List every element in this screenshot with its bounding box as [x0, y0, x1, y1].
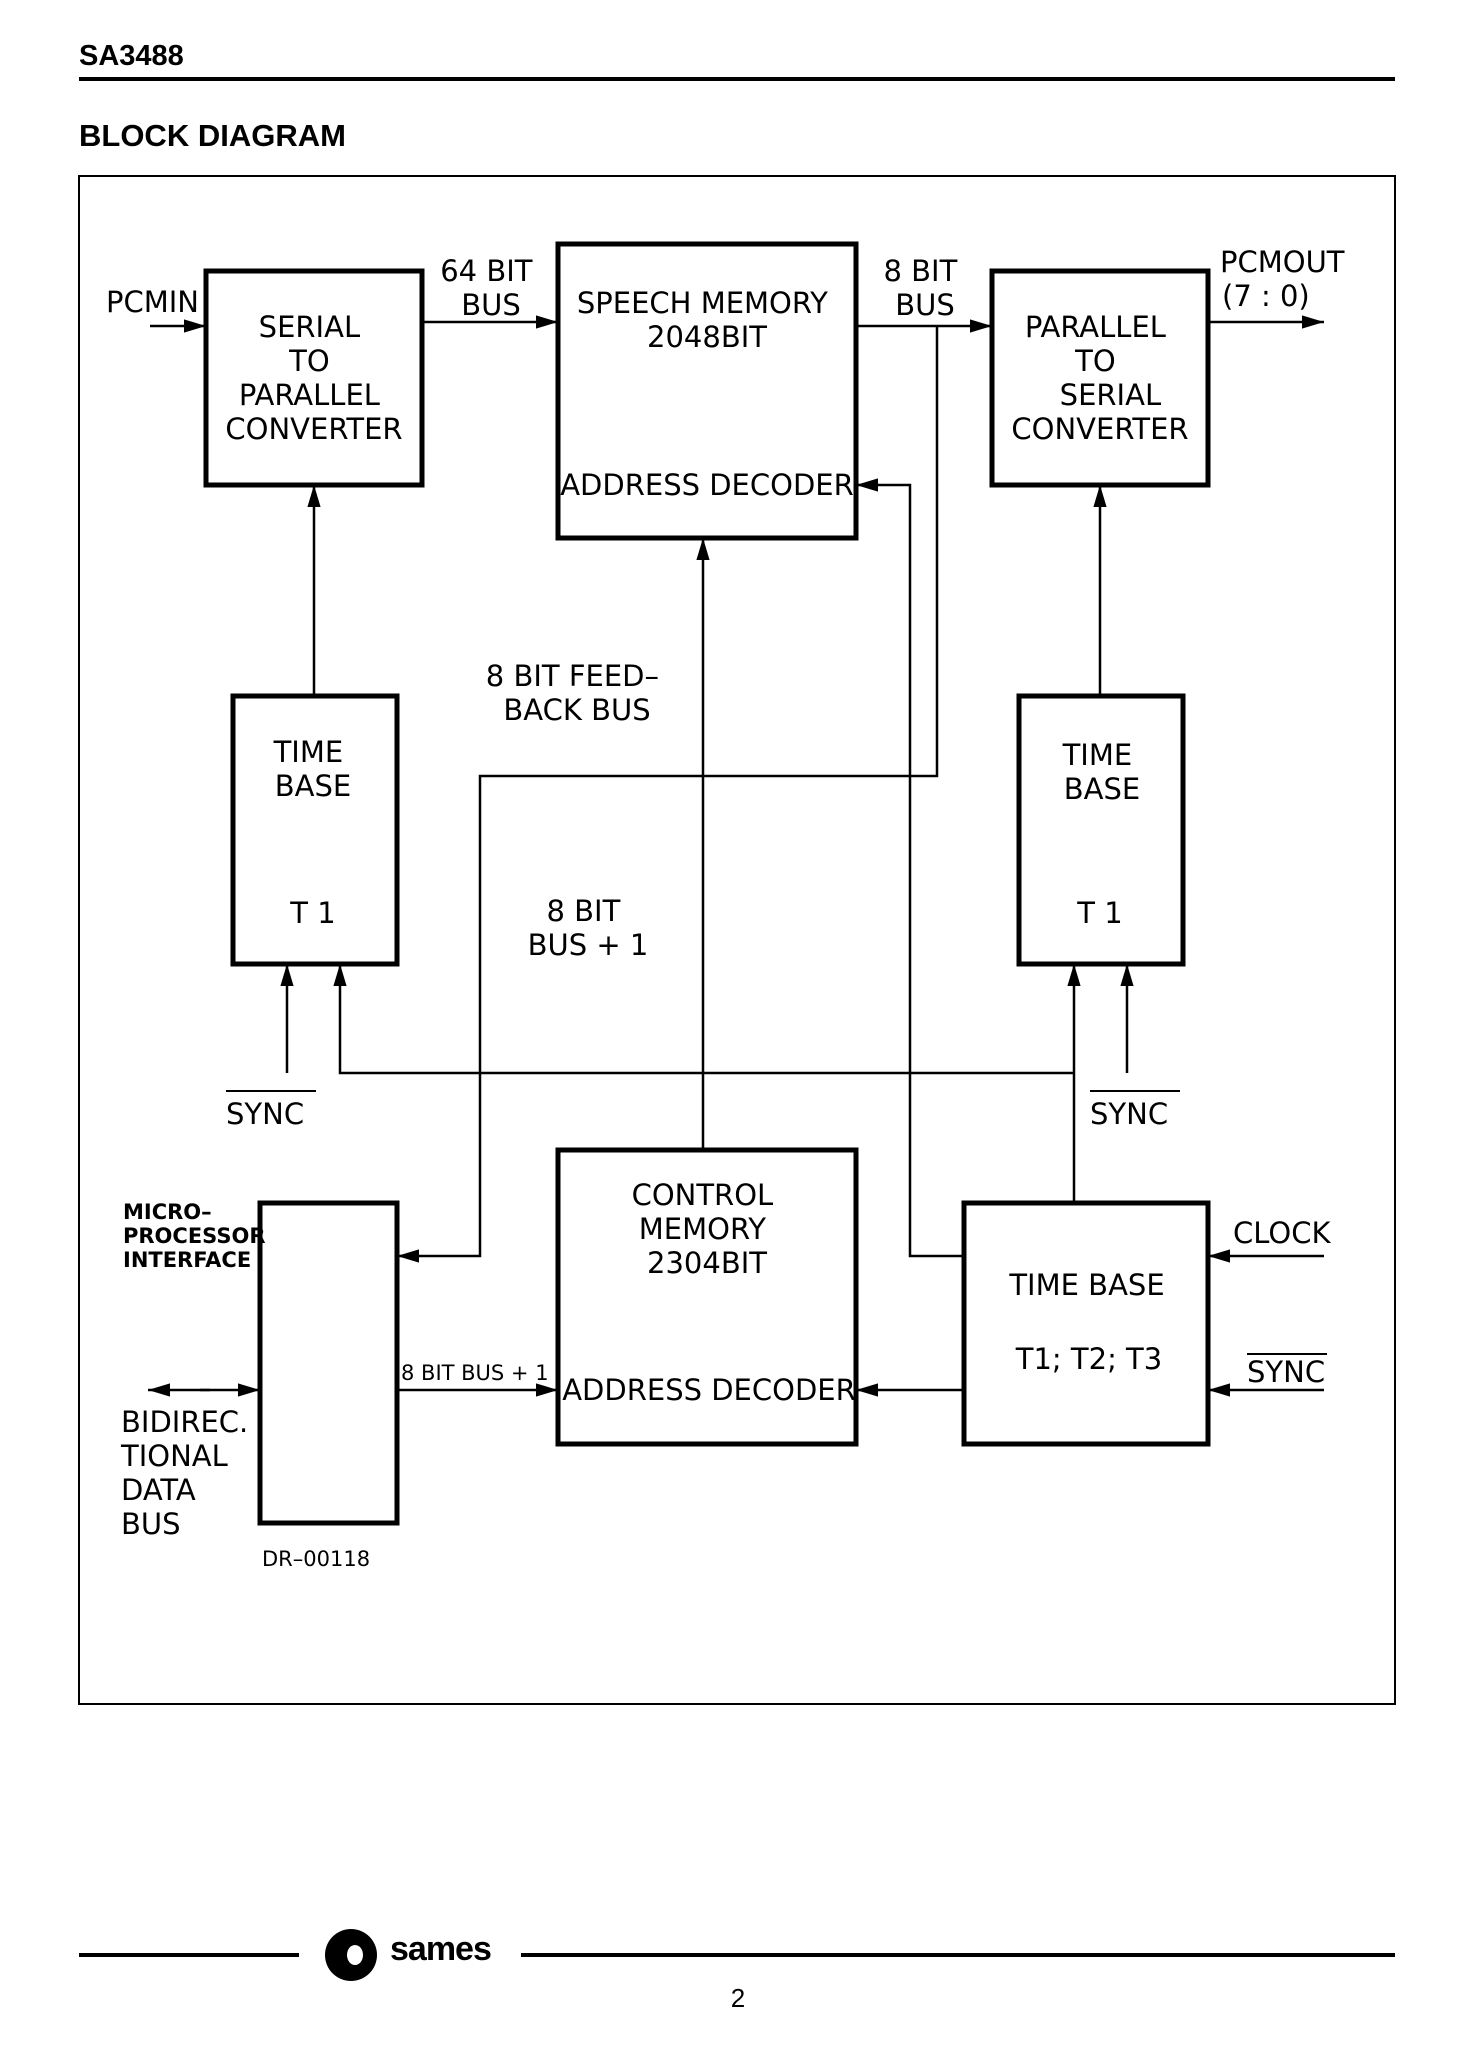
header-rule: [79, 77, 1395, 81]
footer-rule-left: [79, 1953, 299, 1957]
time-base-right-sub: T 1: [1076, 896, 1122, 930]
clock-label: CLOCK: [1233, 1216, 1331, 1250]
bus-8-plus1-label: 8 BIT BUS + 1: [528, 894, 649, 962]
serial-to-parallel-label: SERIAL TO PARALLEL CONVERTER: [225, 310, 402, 446]
speech-memory-address-decoder: ADDRESS DECODER: [560, 468, 854, 502]
time-base-left-sub: T 1: [289, 896, 335, 930]
document-part-number: SA3488: [79, 40, 184, 72]
sync-right-label: SYNC: [1090, 1097, 1168, 1131]
time-base-to-decoder-line: [856, 478, 964, 1258]
section-title: BLOCK DIAGRAM: [79, 118, 346, 153]
sames-logo-icon: [325, 1929, 377, 1981]
feedback-bus-label: 8 BIT FEED– BACK BUS: [486, 659, 668, 727]
micro-interface-label: MICRO– PROCESSOR INTERFACE: [123, 1200, 273, 1272]
pcmin-label: PCMIN: [106, 285, 199, 319]
time-base-right-label: TIME BASE: [1062, 738, 1142, 806]
micro-interface-block: [257, 1200, 400, 1526]
feedback-bus-line: [397, 326, 939, 1263]
bus-8-plus1-small-label: 8 BIT BUS + 1: [401, 1361, 549, 1385]
t1-clock-line: [333, 964, 1074, 1075]
footer-rule-right: [521, 1953, 1395, 1957]
control-memory-label: CONTROL MEMORY 2304BIT: [632, 1178, 783, 1280]
page-number: 2: [730, 1983, 746, 2013]
time-base-main-label: TIME BASE: [1008, 1268, 1164, 1302]
speech-memory-label: SPEECH MEMORY 2048BIT: [577, 286, 837, 354]
bidirectional-data-bus-label: BIDIREC. TIONAL DATA BUS: [120, 1405, 258, 1541]
pcmout-label: PCMOUT (7 : 0): [1220, 245, 1354, 313]
brand-name: sames: [390, 1930, 492, 1968]
control-memory-block: [555, 1147, 859, 1447]
bus-64-label: 64 BIT BUS: [440, 254, 542, 322]
control-memory-address-decoder: ADDRESS DECODER: [562, 1373, 856, 1407]
time-base-main-block: [961, 1200, 1211, 1447]
diagram-frame: [78, 175, 1396, 1705]
parallel-to-serial-label: PARALLEL TO SERIAL CONVERTER: [1011, 310, 1188, 446]
time-base-left-label: TIME BASE: [273, 735, 353, 803]
figure-id: DR–00118: [262, 1547, 370, 1571]
sync-left-label: SYNC: [226, 1097, 304, 1131]
sync-main-label: SYNC: [1247, 1355, 1325, 1389]
bus-8-top-label: 8 BIT BUS: [883, 254, 966, 322]
time-base-main-sub: T1; T2; T3: [1015, 1342, 1162, 1376]
